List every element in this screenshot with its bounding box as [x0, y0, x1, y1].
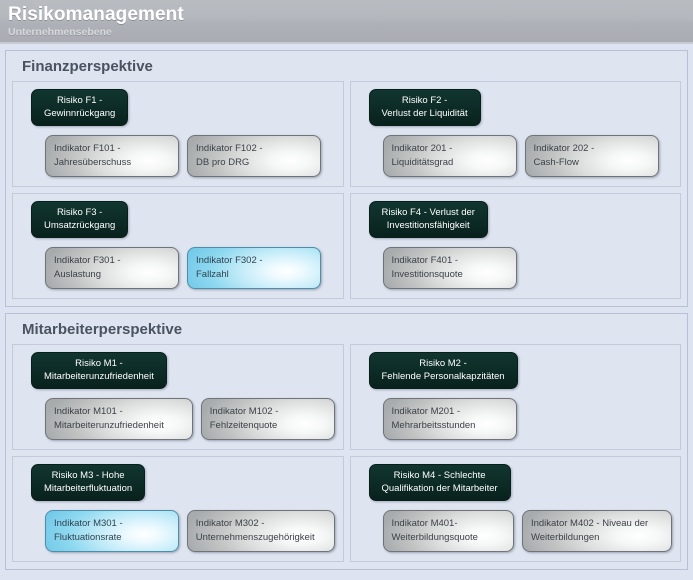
indicator-box[interactable]: Indikator F101 - Jahresüberschuss	[45, 135, 179, 177]
risk-box[interactable]: Risiko M2 - Fehlende Personalkapzitäten	[368, 352, 518, 389]
indicator-box[interactable]: Indikator M302 - Unternehmenszugehörigke…	[186, 510, 335, 552]
indicator-box-selected[interactable]: Indikator M301 - Fluktuationsrate	[45, 510, 179, 552]
risk-box[interactable]: Risiko F2 - Verlust der Liquidität	[368, 89, 481, 126]
indicator-row: Indikator M101 - Mitarbeiterunzufriedenh…	[21, 398, 335, 440]
indicator-box[interactable]: Indikator M102 - Fehlzeitenquote	[200, 398, 335, 440]
indicator-box[interactable]: Indikator 201 - Liquiditätsgrad	[382, 135, 517, 177]
page-title: Risikomanagement	[8, 4, 184, 25]
risk-box[interactable]: Risiko M3 - Hohe Mitarbeiterfluktuation	[31, 464, 146, 501]
indicator-box[interactable]: Indikator M401- Weiterbildungsquote	[382, 510, 514, 552]
indicator-box[interactable]: Indikator M101 - Mitarbeiterunzufriedenh…	[45, 398, 193, 440]
perspective-title: Mitarbeiterperspektive	[22, 321, 183, 338]
indicator-box[interactable]: Indikator M402 - Niveau der Weiterbildun…	[521, 510, 672, 552]
risk-box[interactable]: Risiko F3 - Umsatzrückgang	[31, 201, 129, 238]
indicator-box[interactable]: Indikator M201 - Mehrarbeitsstunden	[382, 398, 517, 440]
risk-box[interactable]: Risiko M1 - Mitarbeiterunzufriedenheit	[31, 352, 167, 389]
indicator-row: Indikator F401 - Investitionsquote	[359, 247, 673, 289]
risk-group: Risiko M4 - Schlechte Qualifikation der …	[349, 456, 681, 562]
perspective-title: Finanzperspektive	[22, 58, 153, 75]
indicator-box-selected[interactable]: Indikator F302 - Fallzahl	[187, 247, 321, 289]
indicator-box[interactable]: Indikator F301 - Auslastung	[45, 247, 179, 289]
risk-box[interactable]: Risiko F4 - Verlust der Investitionsfähi…	[368, 201, 488, 238]
indicator-box[interactable]: Indikator F102 - DB pro DRG	[187, 135, 321, 177]
risk-box[interactable]: Risiko F1 - Gewinnrückgang	[31, 89, 129, 126]
risk-box[interactable]: Risiko M4 - Schlechte Qualifikation der …	[368, 464, 511, 501]
page-subtitle: Unternehmensebene	[8, 26, 112, 38]
app-header: Risikomanagement Unternehmensebene	[0, 0, 693, 44]
indicator-row: Indikator M201 - Mehrarbeitsstunden	[359, 398, 673, 440]
risk-group: Risiko F4 - Verlust der Investitionsfähi…	[349, 193, 681, 299]
indicator-box[interactable]: Indikator 202 - Cash-Flow	[524, 135, 659, 177]
indicator-box[interactable]: Indikator F401 - Investitionsquote	[382, 247, 517, 289]
